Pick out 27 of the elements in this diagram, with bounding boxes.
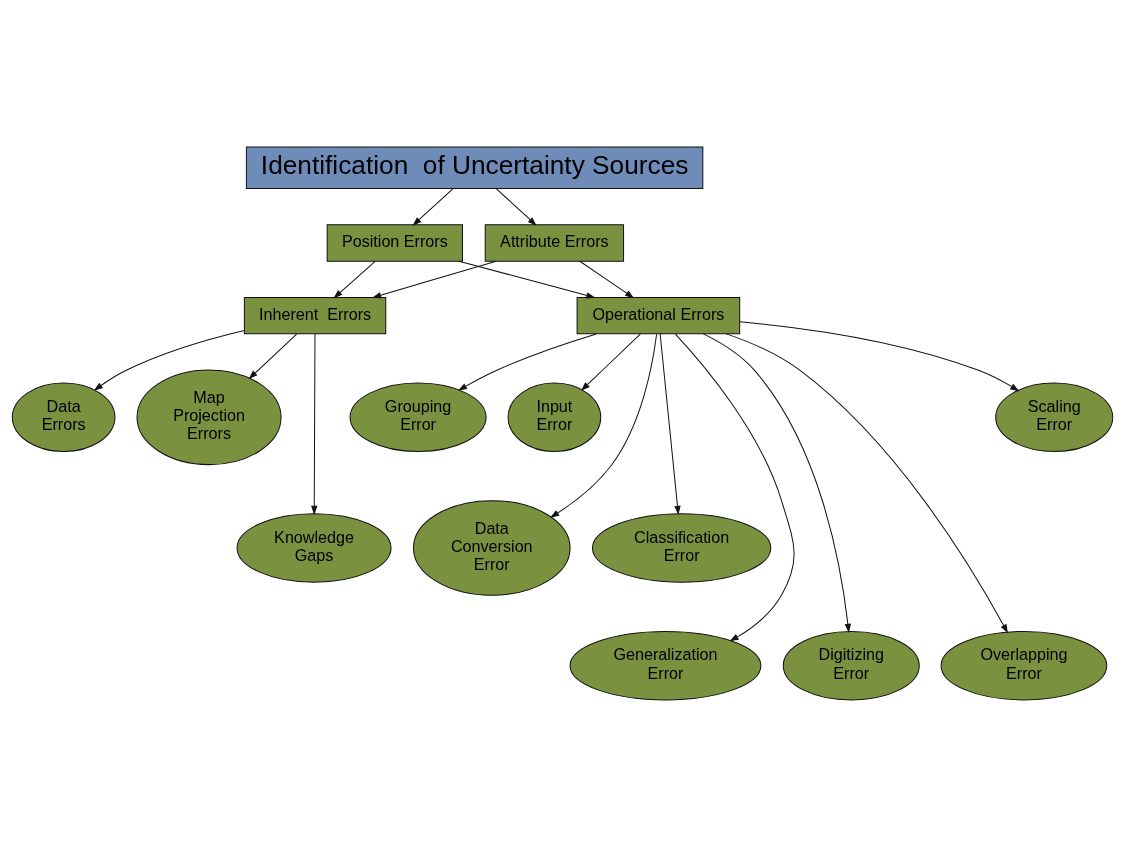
arrow bbox=[659, 333, 681, 515]
arrow bbox=[580, 333, 641, 391]
node-ellipse: Digitizing Error bbox=[782, 630, 920, 700]
node-box: Operational Errors bbox=[576, 296, 741, 334]
arrow bbox=[311, 333, 318, 515]
arrow bbox=[495, 187, 537, 226]
node-ellipse: Classification Error bbox=[591, 512, 772, 583]
node-box: Position Errors bbox=[326, 223, 463, 262]
arrow bbox=[725, 332, 1008, 633]
node-ellipse: Overlapping Error bbox=[940, 630, 1108, 700]
node-ellipse: Data Conversion Error bbox=[412, 499, 571, 596]
node-box: Identification of Uncertainty Sources bbox=[245, 146, 704, 189]
arrow bbox=[550, 333, 658, 518]
arrow bbox=[457, 332, 597, 391]
node-box: Attribute Errors bbox=[484, 223, 625, 262]
arrow bbox=[739, 320, 1020, 391]
arrow bbox=[93, 329, 245, 391]
arrow bbox=[579, 260, 635, 298]
arrow bbox=[372, 260, 497, 298]
arrow bbox=[674, 333, 795, 641]
arrow bbox=[412, 187, 454, 226]
arrow bbox=[458, 260, 596, 298]
arrow bbox=[333, 260, 376, 298]
arrow bbox=[248, 333, 298, 379]
node-box: Inherent Errors bbox=[243, 296, 387, 334]
node-ellipse: Knowledge Gaps bbox=[236, 512, 392, 583]
arrow bbox=[702, 332, 852, 633]
